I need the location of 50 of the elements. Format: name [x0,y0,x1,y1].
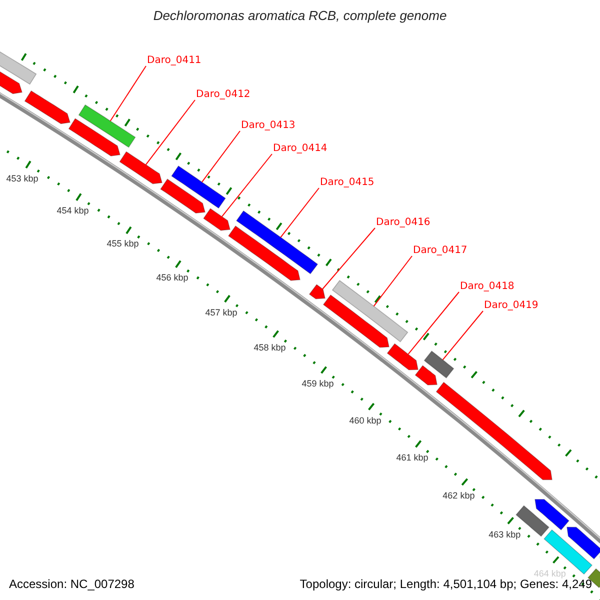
gene-label: Daro_0413 [241,120,296,132]
gene-label: Daro_0414 [273,143,328,155]
scale-label: 456 kbp [156,274,188,283]
gene-bar [78,104,136,148]
pointed-gene-bar [228,225,300,281]
leader-line [110,66,146,122]
pointed-gene-bar [119,151,163,184]
gene-label: Daro_0419 [484,300,538,312]
scale-label: 461 kbp [396,453,428,462]
pointed-gene-bar [436,382,552,480]
gene-label: Daro_0411 [147,55,202,67]
gene-label: Daro_0417 [413,245,468,257]
leader-line [145,100,196,166]
leader-line [442,310,484,360]
diagram-title: Dechloromonas aromatica RCB, complete genome [152,9,448,22]
scale-label: 460 kbp [349,416,382,426]
scale-label: 462 kbp [442,491,475,500]
leader-line [280,188,320,238]
pointed-gene-bar [160,178,206,214]
gene-label: Daro_0412 [196,89,250,101]
gene-label: Daro_0415 [320,177,374,189]
scale-label: 453 kbp [6,174,38,184]
gene-label: Daro_0416 [376,217,430,229]
gene-bar [424,350,454,378]
gene-label: Daro_0418 [460,281,514,293]
scale-label: 458 kbp [254,343,286,352]
pointed-gene-bar [308,284,326,300]
leader-line [221,154,272,218]
scale-label: 455 kbp [106,240,139,249]
pointed-gene-bar [322,294,390,348]
gene-bar [171,165,226,209]
scale-label: 454 kbp [56,206,89,216]
leader-line [408,292,460,355]
pointed-gene-bar [534,499,570,530]
accession-note: Accession: NC_007298 [9,578,134,590]
pointed-gene-bar [203,208,230,231]
pointed-gene-bar [566,526,600,560]
leader-line [373,256,412,307]
gene-bar [236,210,318,274]
pointed-gene-bar [414,365,438,386]
pointed-gene-bar [386,343,418,370]
scale-label: 459 kbp [302,379,334,388]
pointed-gene-bar [24,90,71,124]
genome-info-note: Topology: circular; Length: 4,501,104 bp; Genes: 4,249 [300,578,592,590]
gene-bar [332,280,408,342]
pointed-gene-bar [68,118,121,156]
leader-line [201,130,240,183]
scale-label: 457 kbp [205,308,238,318]
leader-line [322,228,376,290]
scale-label: 463 kbp [488,530,521,540]
